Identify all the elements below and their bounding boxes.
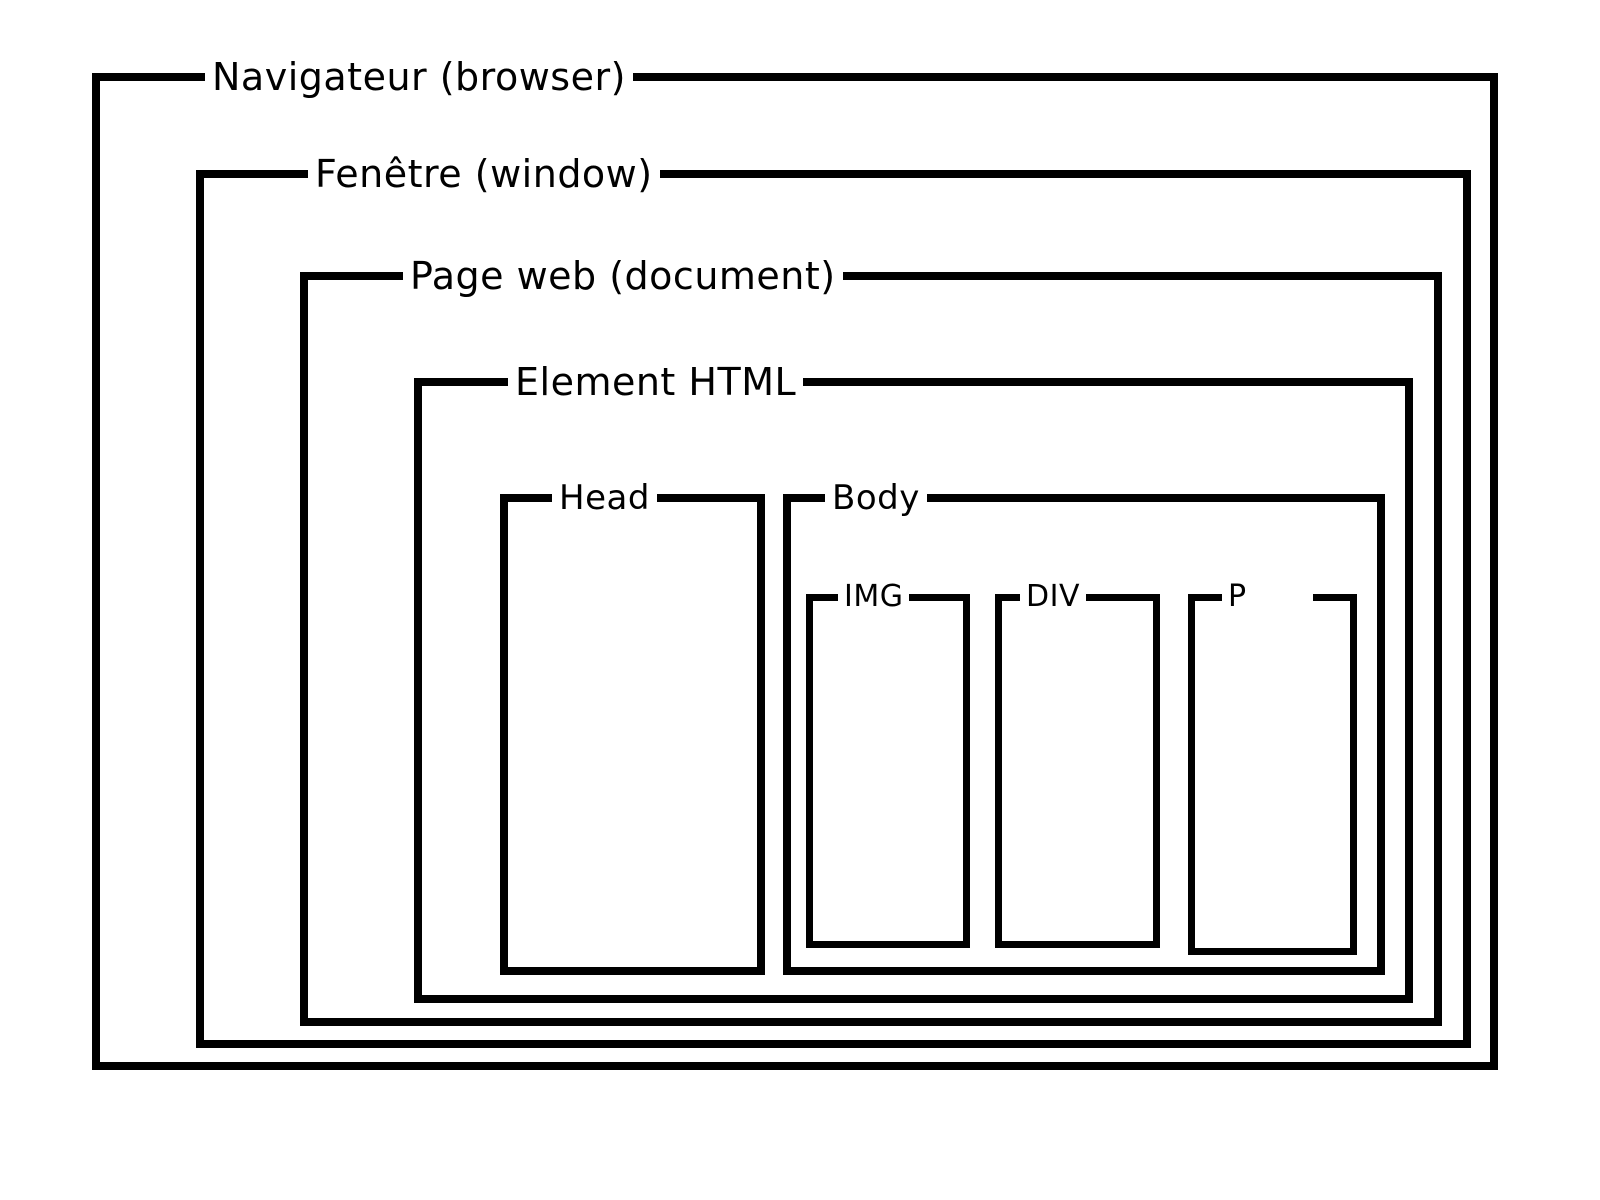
label-div-element: DIV	[1020, 579, 1086, 615]
label-head: Head	[552, 478, 657, 518]
label-body: Body	[825, 478, 927, 518]
box-navigateur-browser: Navigateur (browser) Fenêtre (window) Pa…	[92, 55, 1498, 1070]
box-page-web-document: Page web (document) Element HTML Head Bo…	[300, 254, 1442, 1026]
box-body: Body IMG DIV P	[783, 478, 1385, 975]
label-element-html: Element HTML	[508, 360, 804, 404]
box-element-html: Element HTML Head Body IMG DIV	[414, 360, 1413, 1003]
label-page-web-document: Page web (document)	[403, 254, 843, 298]
label-img-element: IMG	[838, 579, 910, 615]
box-fenetre-window: Fenêtre (window) Page web (document) Ele…	[196, 152, 1471, 1048]
box-img-element: IMG	[806, 579, 970, 948]
box-p-element: P	[1188, 579, 1357, 955]
label-p-element: P	[1222, 579, 1313, 615]
label-fenetre-window: Fenêtre (window)	[308, 152, 660, 196]
box-div-element: DIV	[995, 579, 1160, 948]
box-head: Head	[500, 478, 765, 975]
label-navigateur-browser: Navigateur (browser)	[205, 55, 633, 99]
